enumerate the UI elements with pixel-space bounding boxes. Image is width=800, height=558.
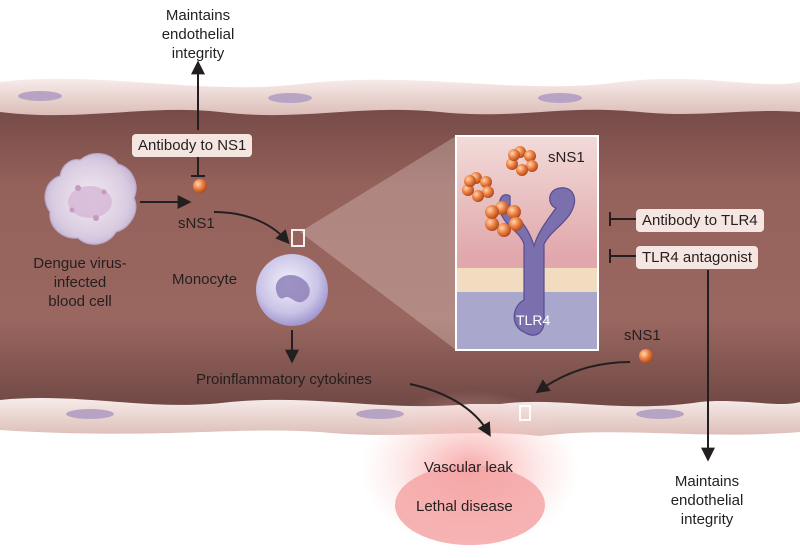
label-tlr4: TLR4 — [516, 312, 551, 328]
label-sns1-left: sNS1 — [178, 215, 215, 232]
label-vascular-leak: Vascular leak — [424, 459, 513, 476]
dengue-cell-granule — [101, 189, 107, 195]
endothelial-nucleus — [66, 409, 114, 419]
label-maintains-bottom: Maintains endothelial integrity — [670, 473, 744, 528]
sns1-hexamer-top — [506, 146, 538, 176]
dengue-cell-granule — [69, 207, 75, 213]
sns1-particle-left — [193, 179, 207, 193]
label-antibody-tlr4: Antibody to TLR4 — [636, 209, 764, 232]
dengue-cell-nucleus — [68, 186, 112, 218]
label-tlr4-antagonist: TLR4 antagonist — [636, 246, 759, 269]
label-lethal-disease: Lethal disease — [416, 498, 513, 515]
leak-zoom-box — [519, 405, 531, 421]
lethal-disease-glow — [395, 465, 545, 545]
endothelial-nucleus — [268, 93, 312, 103]
sns1-hexamer-left — [462, 172, 494, 202]
zoom-source-box — [291, 229, 305, 247]
endothelial-nucleus — [538, 93, 582, 103]
label-monocyte: Monocyte — [172, 271, 238, 288]
sns1-hexamer-bound — [485, 201, 523, 237]
label-antibody-ns1: Antibody to NS1 — [132, 134, 253, 157]
arrow-cytokines-to-leak — [409, 383, 491, 437]
arrow-sns1-to-leak — [535, 361, 631, 394]
label-maintains-top: Maintains endothelial integrity — [161, 7, 235, 62]
arrow-sns1-to-monocyte — [213, 211, 290, 245]
dengue-cell-granule — [93, 215, 99, 221]
zoom-cone — [300, 136, 456, 350]
vessel-wall-top — [0, 78, 800, 116]
label-sns1-right: sNS1 — [624, 327, 661, 344]
endothelial-nucleus — [18, 91, 62, 101]
monocyte-nucleus — [275, 275, 310, 303]
sns1-particle-right — [639, 349, 653, 363]
label-proinflammatory: Proinflammatory cytokines — [196, 371, 372, 388]
label-sns1-inset: sNS1 — [548, 149, 585, 166]
label-dengue-cell: Dengue virus- infected blood cell — [33, 255, 127, 310]
endothelial-nucleus — [636, 409, 684, 419]
dengue-cell-granule — [75, 185, 81, 191]
tlr4-inset — [455, 135, 599, 351]
